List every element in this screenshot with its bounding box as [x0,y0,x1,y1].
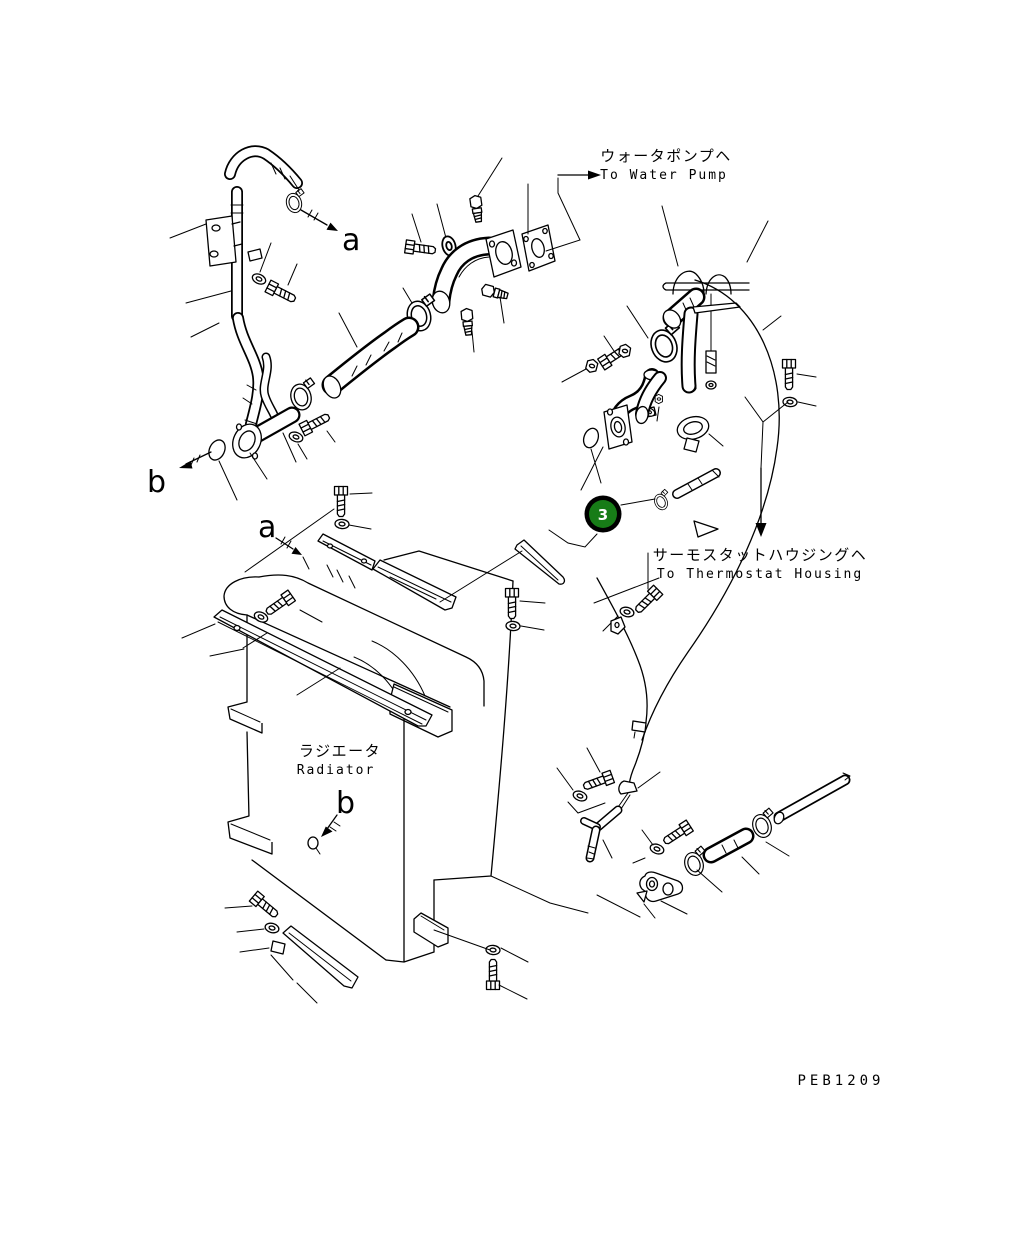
water-pump-callout: ウォータポンプヘ To Water Pump [557,147,732,183]
hose-clip [631,720,647,733]
washer-icon [618,605,636,619]
bolt-icon [248,890,282,922]
break-hatch [302,556,356,589]
view-arrow-b-left: b [147,451,212,500]
washer-icon [781,396,799,408]
hose-clamp-icon [283,187,309,215]
washer-icon [571,788,589,804]
hose-bracket [205,215,237,267]
drain-elbow-block [639,871,684,903]
bolt-icon [781,358,797,391]
nut-icon [654,393,663,405]
bolt-icon [298,409,333,437]
radiator-label-en: Radiator [297,763,376,778]
plug-icon [468,194,485,224]
mount-foot [227,815,273,855]
drawing-code: PEB1209 [797,1073,884,1089]
arrow-right-icon [588,170,601,180]
view-arrow-a-top: a [300,209,360,258]
bolt-icon [504,587,520,620]
bolt-icon [333,485,349,518]
bolt-icon [485,958,501,991]
water-pump-label-en: To Water Pump [600,168,728,183]
o-ring [582,427,600,449]
tank-outline [641,279,780,741]
washer-icon [263,921,281,935]
mounting-strip [514,539,566,585]
view-letter-a: a [258,510,276,545]
mount-foot [413,912,449,948]
radiator [181,508,664,963]
thermostat-callout: サーモスタットハウジングヘ To Thermostat Housing [653,396,868,582]
upper-hose-assembly [169,145,309,430]
bolt-icon [631,584,664,617]
mid-right-hardware [556,747,623,863]
bolt-icon [262,589,297,619]
nut-icon [584,357,600,375]
water-pump-elbow-assembly [286,157,581,413]
bolt-icon [581,769,616,794]
view-arrow-b-bottom: b [307,786,355,855]
bolt-icon [264,279,299,307]
washer-icon [287,429,305,445]
washer-icon [333,518,351,530]
drain-cock [586,845,596,860]
water-pump-label-jp: ウォータポンプヘ [600,147,732,165]
mounting-strip [317,533,376,571]
plug-icon [479,283,510,302]
washer-icon [484,944,502,956]
right-tube-assembly [596,205,817,811]
balloon-3[interactable]: 3 [548,495,656,548]
bolt-icon [660,819,694,848]
plug-icon [460,307,475,337]
view-letter-a: a [342,223,360,258]
radiator-outlet-fitting [208,352,373,530]
bolt-icon [403,239,437,258]
view-letter-b: b [336,786,355,821]
washer-icon [504,620,522,632]
radiator-callout: ラジエータ Radiator [297,742,381,778]
balloon-number: 3 [598,506,608,524]
arrow-down-icon [755,523,767,537]
balloon-circle [589,500,617,528]
view-letter-b: b [147,465,166,500]
hose-clamp-icon [650,488,675,513]
thermostat-label-jp: サーモスタットハウジングヘ [653,546,868,564]
drain-pipe-assembly [490,771,851,919]
o-ring [208,439,226,461]
washer-icon [250,271,268,287]
view-arrow-a-mid: a [258,510,302,555]
thermostat-label-en: To Thermostat Housing [657,567,863,582]
pipe-clip [618,780,638,795]
washer-icon [648,841,666,857]
radiator-label-jp: ラジエータ [299,742,381,760]
bottom-hardware [224,890,529,1004]
